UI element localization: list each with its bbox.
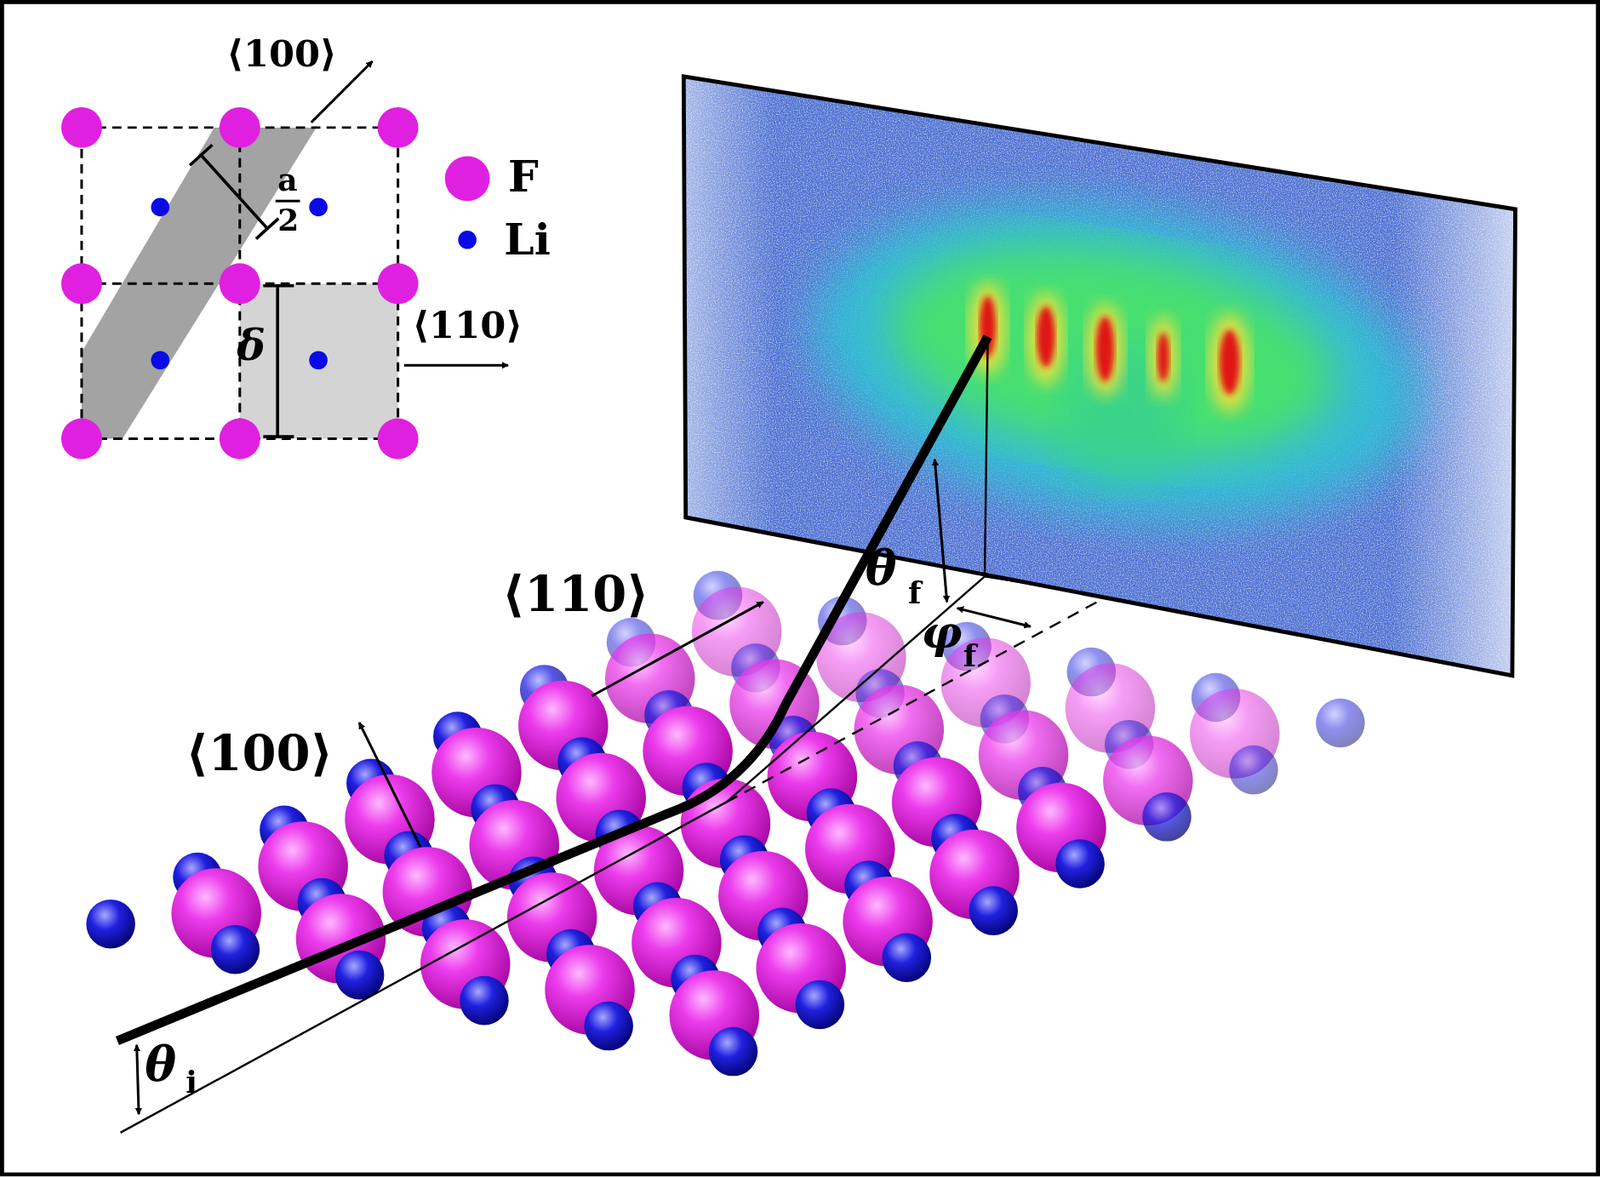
direction-label: ⟨100⟩ [226, 34, 338, 72]
lithium-sphere [708, 1027, 759, 1077]
direction-label: ⟨110⟩ [502, 569, 650, 619]
vertical-drop [984, 338, 989, 577]
screen-fade [673, 71, 1520, 684]
screen-ground [673, 71, 1520, 684]
incidence-baseline [120, 801, 726, 1132]
legend-swatch [457, 230, 477, 250]
lithium-sphere [85, 899, 136, 949]
lithium-sphere [1228, 745, 1279, 795]
delta-bracket [262, 285, 294, 437]
fluorine-atoms [61, 107, 419, 460]
theta-f-arrow [934, 459, 947, 603]
angle-symbol: φ [921, 610, 963, 656]
direction-arrow [404, 364, 509, 367]
screen-noise [673, 71, 1520, 684]
diffuse-halo [790, 163, 1444, 562]
cell-outline [81, 127, 399, 440]
screen-border [683, 76, 1515, 676]
legend-label: Li [503, 218, 551, 262]
lithium-sphere [1315, 698, 1366, 749]
fraction-denominator: 2 [277, 205, 299, 236]
angle-subscript: f [908, 577, 921, 609]
angle-subscript: f [963, 640, 977, 672]
legend-swatch [445, 155, 491, 201]
lithium-sphere [1142, 792, 1192, 842]
diffraction-spots [969, 282, 1251, 412]
exit-projection [726, 576, 985, 802]
lithium-sphere [968, 885, 1018, 936]
screen-foot [984, 576, 1031, 583]
phi-f-arrow [957, 608, 1031, 628]
spacing-symbol: δ [236, 324, 266, 367]
unit-cell-inset [61, 61, 509, 460]
lif-surface [85, 571, 1365, 1077]
atom-trajectory [117, 337, 989, 1041]
fraction-bar [275, 200, 301, 203]
direction-label: ⟨110⟩ [411, 306, 523, 343]
lithium-sphere [583, 1001, 634, 1052]
lithium-sphere [795, 980, 846, 1030]
direction-label: ⟨100⟩ [185, 728, 333, 778]
lithium-sphere [1055, 839, 1105, 889]
theta-i-arrow [137, 1045, 139, 1115]
diffuse-core [874, 216, 1351, 488]
scattering-geometry [117, 337, 1098, 1133]
legend-label: F [508, 155, 539, 199]
lithium-atoms [150, 198, 327, 370]
fraction-numerator: a [277, 165, 298, 196]
lithium-sphere [211, 925, 261, 975]
direction-arrow [359, 722, 421, 847]
lithium-sphere [459, 976, 509, 1026]
lithium-sphere [882, 932, 932, 983]
angle-symbol: θ [865, 544, 898, 592]
angle-subscript: i [185, 1067, 198, 1098]
spacing-bracket [189, 144, 279, 239]
detector-screen [673, 71, 1520, 684]
angle-symbol: θ [144, 1040, 177, 1088]
